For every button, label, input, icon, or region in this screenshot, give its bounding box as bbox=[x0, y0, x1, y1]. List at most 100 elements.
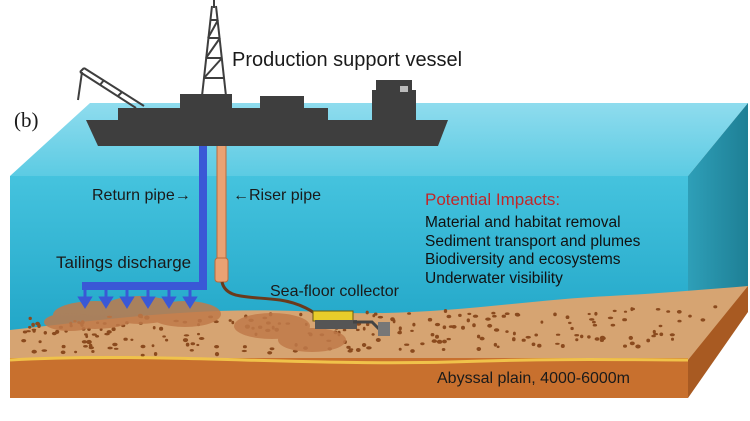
nodule bbox=[28, 316, 32, 321]
nodule bbox=[540, 320, 544, 324]
return-pipe-label: Return pipe→ bbox=[92, 187, 191, 204]
nodule bbox=[111, 327, 116, 332]
nodule bbox=[348, 348, 354, 351]
nodule bbox=[152, 326, 156, 330]
nodule bbox=[427, 317, 433, 322]
nodule bbox=[60, 350, 66, 355]
nodule bbox=[26, 330, 31, 333]
nodule bbox=[37, 323, 41, 328]
flexible-hose bbox=[220, 281, 322, 320]
nodule bbox=[575, 338, 579, 342]
nodule bbox=[346, 345, 351, 349]
nodule bbox=[568, 321, 572, 325]
nodule bbox=[610, 323, 616, 327]
impact-item: Biodiversity and ecosystems bbox=[425, 251, 621, 268]
nodule bbox=[476, 334, 481, 339]
nodule bbox=[635, 344, 641, 349]
nodule bbox=[574, 334, 580, 337]
nodule bbox=[130, 338, 134, 341]
nodule bbox=[713, 305, 718, 309]
nodule bbox=[242, 345, 247, 349]
nodule bbox=[185, 342, 190, 347]
nodule bbox=[491, 311, 496, 315]
seabed-side bbox=[688, 286, 748, 398]
nodule bbox=[472, 323, 476, 328]
nodule bbox=[700, 318, 706, 322]
nodule bbox=[162, 335, 166, 338]
nodule bbox=[531, 342, 536, 347]
nodule bbox=[436, 339, 443, 344]
nodule bbox=[677, 319, 682, 323]
nodule bbox=[61, 344, 66, 349]
nodule bbox=[472, 314, 479, 318]
nodule bbox=[448, 325, 454, 328]
nodule bbox=[398, 326, 402, 331]
nodule bbox=[269, 347, 275, 351]
nodule bbox=[592, 320, 596, 324]
nodule bbox=[623, 344, 627, 348]
nodule bbox=[646, 338, 651, 343]
nodule bbox=[666, 310, 671, 313]
nodule bbox=[555, 333, 561, 336]
riser-pipe-label: ←Riser pipe bbox=[233, 187, 322, 204]
nodule bbox=[676, 310, 682, 314]
nodule bbox=[38, 340, 42, 344]
nodule bbox=[299, 312, 303, 317]
nodule bbox=[81, 340, 87, 344]
impact-item: Underwater visibility bbox=[425, 269, 563, 287]
nodule bbox=[362, 326, 366, 331]
nodule bbox=[612, 309, 617, 313]
nodule bbox=[587, 312, 591, 316]
nodule bbox=[466, 318, 470, 323]
nodule bbox=[659, 332, 664, 337]
nodule bbox=[410, 349, 415, 353]
nodule bbox=[366, 346, 372, 350]
nodule bbox=[390, 317, 395, 322]
nodule bbox=[190, 342, 196, 346]
nodule bbox=[140, 353, 145, 357]
nodule bbox=[407, 312, 412, 315]
seabed-edge bbox=[9, 355, 689, 365]
nodule bbox=[342, 328, 347, 332]
nodule bbox=[501, 314, 506, 318]
nodule bbox=[485, 317, 491, 321]
nodule bbox=[31, 322, 35, 327]
collector-plume bbox=[234, 313, 346, 352]
nodule bbox=[197, 332, 200, 336]
nodule bbox=[398, 347, 402, 351]
nodule bbox=[512, 331, 516, 336]
sea-floor-collector-label: Sea-floor collector bbox=[270, 283, 399, 300]
nodule bbox=[430, 333, 435, 337]
nodule bbox=[442, 325, 447, 330]
nodule bbox=[537, 343, 542, 348]
nodule bbox=[580, 334, 584, 339]
nodule bbox=[504, 312, 510, 316]
ship-icon bbox=[86, 80, 448, 146]
nodule bbox=[183, 334, 190, 337]
nodule bbox=[587, 335, 591, 339]
nodule bbox=[228, 319, 232, 322]
nodule bbox=[442, 339, 447, 344]
impact-item: Sediment transport and plumes bbox=[425, 232, 641, 250]
nodule bbox=[32, 329, 36, 333]
nodule bbox=[607, 316, 614, 320]
nodule bbox=[565, 315, 570, 320]
nodule bbox=[669, 333, 675, 337]
abyssal-plain-label: Abyssal plain, 4000-6000m bbox=[437, 370, 631, 387]
nodule bbox=[41, 349, 48, 352]
nodule bbox=[476, 347, 482, 351]
nodule bbox=[375, 338, 381, 342]
nodule bbox=[493, 328, 500, 332]
nodule bbox=[43, 331, 47, 335]
nodule bbox=[688, 314, 692, 318]
impacts-list: Potential Impacts: Material and habitat … bbox=[425, 190, 640, 288]
nodule bbox=[493, 342, 498, 347]
nodule bbox=[55, 329, 60, 334]
nodule bbox=[512, 337, 516, 342]
derrick-icon bbox=[201, 0, 227, 97]
nodule bbox=[446, 337, 451, 341]
vessel-label: Production support vessel bbox=[232, 49, 463, 71]
panel-label: (b) bbox=[14, 108, 39, 132]
nodule bbox=[365, 310, 369, 315]
nodule bbox=[443, 309, 448, 313]
